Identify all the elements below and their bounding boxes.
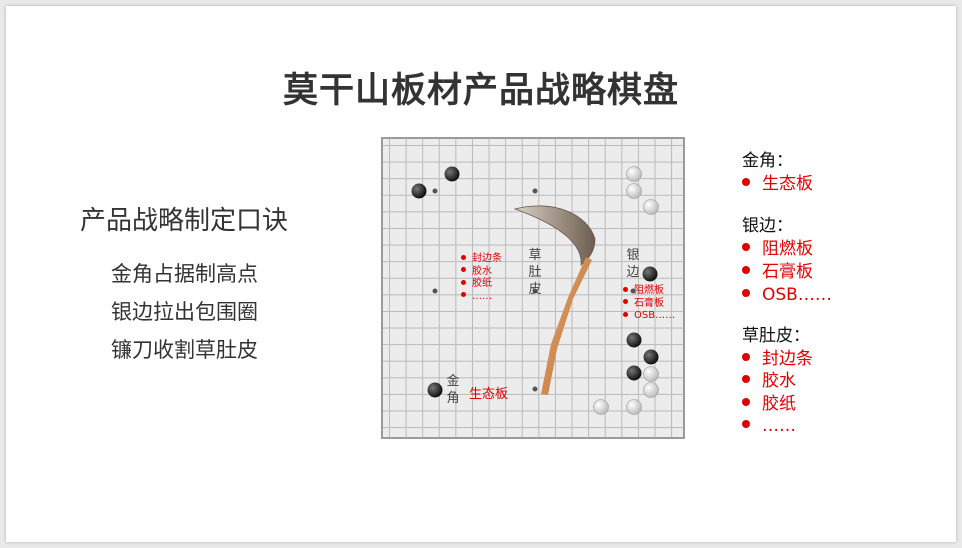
star-point <box>532 386 538 392</box>
black-stone <box>643 349 659 365</box>
page-title: 莫干山板材产品战略棋盘 <box>282 71 679 111</box>
mnemonic-heading: 产品战略制定口诀 <box>80 206 289 236</box>
star-point <box>630 288 636 294</box>
legend-item: 石膏板 <box>742 261 832 284</box>
jinjiao-label: 金 角 <box>446 374 460 406</box>
black-stone <box>444 166 460 182</box>
legend-item: …… <box>742 415 813 438</box>
black-stone <box>427 382 443 398</box>
star-point <box>432 188 438 194</box>
legend-heading: 银边： <box>742 216 793 236</box>
sickle-blade <box>513 205 596 266</box>
white-stone <box>643 382 659 398</box>
star-point <box>532 288 538 294</box>
list-item: 阻燃板 <box>623 285 675 298</box>
legend-heading: 金角： <box>742 151 793 171</box>
legend-item: 阻燃板 <box>742 238 832 261</box>
list-item: OSB…… <box>623 310 675 323</box>
board-yinbian-list: 阻燃板 石膏板 OSB…… <box>623 285 675 323</box>
legend-item: OSB…… <box>742 284 832 307</box>
list-item: 封边条 <box>461 253 502 266</box>
white-stone <box>643 366 659 382</box>
star-point <box>432 288 438 294</box>
board-caodupi-list: 封边条 胶水 胶纸 …… <box>461 253 502 303</box>
mnemonic-line: 金角占据制高点 <box>111 262 258 286</box>
legend-item: 胶纸 <box>742 393 813 416</box>
legend-item: 胶水 <box>742 370 813 393</box>
board-jinjiao-item: 生态板 <box>469 387 509 402</box>
list-item: …… <box>461 291 502 304</box>
mnemonic-line: 银边拉出包围圈 <box>111 300 258 324</box>
list-item: 胶纸 <box>461 278 502 291</box>
yinbian-label: 银 边 <box>626 248 640 280</box>
white-stone <box>643 199 659 215</box>
sickle-handle <box>541 257 592 395</box>
legend-item: 封边条 <box>742 348 813 371</box>
mnemonic-line: 镰刀收割草肚皮 <box>111 338 258 362</box>
legend-item: 生态板 <box>742 173 813 196</box>
white-stone <box>593 399 609 415</box>
black-stone <box>626 365 642 381</box>
legend-yinbian: 银边： 阻燃板 石膏板 OSB…… <box>742 215 832 307</box>
white-stone <box>626 183 642 199</box>
legend-heading: 草肚皮： <box>742 326 810 346</box>
legend-jinjiao: 金角： 生态板 <box>742 150 813 196</box>
black-stone <box>642 266 658 282</box>
black-stone <box>626 332 642 348</box>
board-stones-and-sickle <box>411 166 659 415</box>
list-item: 胶水 <box>461 266 502 279</box>
star-point <box>532 188 538 194</box>
list-item: 石膏板 <box>623 298 675 311</box>
white-stone <box>626 166 642 182</box>
black-stone <box>411 183 427 199</box>
go-board: 草 肚 皮 银 边 金 角 封边条 胶水 胶纸 …… 阻燃板 石膏板 OSB……… <box>381 137 685 439</box>
legend-caodupi: 草肚皮： 封边条 胶水 胶纸 …… <box>742 325 813 438</box>
white-stone <box>626 399 642 415</box>
caodupi-label: 草 肚 皮 <box>528 248 542 297</box>
